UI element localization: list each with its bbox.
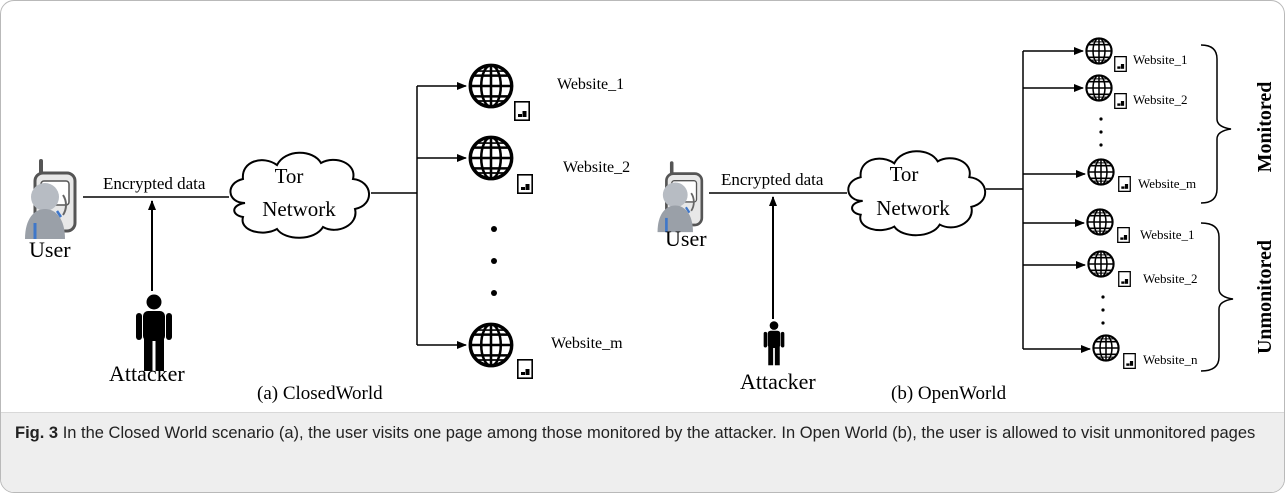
- open-encrypted-label: Encrypted data: [721, 170, 824, 189]
- open-unmon-site2-globe-icon: [1087, 250, 1115, 278]
- closed-sitem-page-icon: [516, 358, 534, 380]
- caption-label: Fig. 3: [15, 424, 59, 442]
- open-unmon-site1-page-icon: [1117, 226, 1130, 244]
- open-unmon-site2-label: Website_2: [1143, 271, 1198, 286]
- closed-sitem-globe-icon: [468, 322, 514, 368]
- closed-attacker-icon: [136, 294, 172, 371]
- open-world-panel: User Encrypted data Attacker Tor Network…: [656, 37, 1276, 404]
- closed-attacker-label: Attacker: [109, 361, 185, 386]
- closed-site2-page-icon: [516, 174, 534, 194]
- unmonitored-brace: [1200, 222, 1234, 372]
- user-phone-icon: [23, 157, 77, 241]
- closed-cloud-line2: Network: [262, 197, 336, 221]
- monitored-brace: [1200, 44, 1232, 204]
- caption-text: In the Closed World scenario (a), the us…: [62, 424, 1256, 442]
- open-mon-ellipsis: [1099, 117, 1103, 147]
- open-world-sublabel: (b) OpenWorld: [891, 383, 1007, 404]
- open-user-label: User: [665, 226, 707, 251]
- closed-user-label: User: [29, 237, 71, 262]
- open-mon-site2-label: Website_2: [1133, 92, 1188, 107]
- closed-site2-label: Website_2: [563, 159, 630, 176]
- closed-site2-globe-icon: [468, 135, 514, 181]
- closed-site1-label: Website_1: [557, 76, 624, 93]
- open-mon-site2-globe-icon: [1085, 74, 1113, 102]
- open-mon-sitem-page-icon: [1118, 175, 1131, 193]
- closed-cloud-line1: Tor: [275, 164, 304, 188]
- closed-site1-page-icon: [513, 101, 531, 121]
- open-unmon-ellipsis: [1101, 295, 1105, 325]
- open-mon-site2-page-icon: [1114, 92, 1127, 110]
- open-mon-sitem-globe-icon: [1087, 158, 1115, 186]
- open-cloud-line2: Network: [876, 196, 950, 220]
- open-mon-site1-label: Website_1: [1133, 52, 1188, 67]
- closed-world-panel: User Encrypted data Attacker Tor Network…: [23, 63, 630, 404]
- open-unmon-siten-globe-icon: [1092, 334, 1120, 362]
- user-phone-icon: [656, 159, 704, 234]
- open-unmon-site1-label: Website_1: [1140, 227, 1195, 242]
- open-cloud-line1: Tor: [890, 162, 919, 186]
- open-mon-site1-page-icon: [1114, 55, 1127, 73]
- open-mon-sitem-label: Website_m: [1138, 176, 1196, 191]
- open-unmon-site1-globe-icon: [1086, 208, 1114, 236]
- open-attacker-label: Attacker: [740, 369, 816, 394]
- open-unmon-siten-page-icon: [1123, 352, 1136, 370]
- diagram: User Encrypted data Attacker Tor Network…: [23, 37, 1276, 404]
- monitored-label: Monitored: [1254, 82, 1276, 173]
- open-attacker-icon: [763, 321, 785, 366]
- closed-world-sublabel: (a) ClosedWorld: [257, 383, 383, 404]
- figure-caption: Fig. 3 In the Closed World scenario (a),…: [15, 421, 1265, 445]
- caption-band: Fig. 3 In the Closed World scenario (a),…: [1, 412, 1284, 492]
- open-unmon-site2-page-icon: [1118, 270, 1131, 288]
- closed-ellipsis: [491, 226, 497, 296]
- closed-site1-globe-icon: [468, 63, 514, 109]
- unmonitored-label: Unmonitored: [1254, 240, 1276, 354]
- closed-sitem-label: Website_m: [551, 335, 623, 352]
- open-unmon-siten-label: Website_n: [1143, 352, 1198, 367]
- closed-encrypted-label: Encrypted data: [103, 174, 206, 193]
- open-mon-site1-globe-icon: [1085, 37, 1113, 65]
